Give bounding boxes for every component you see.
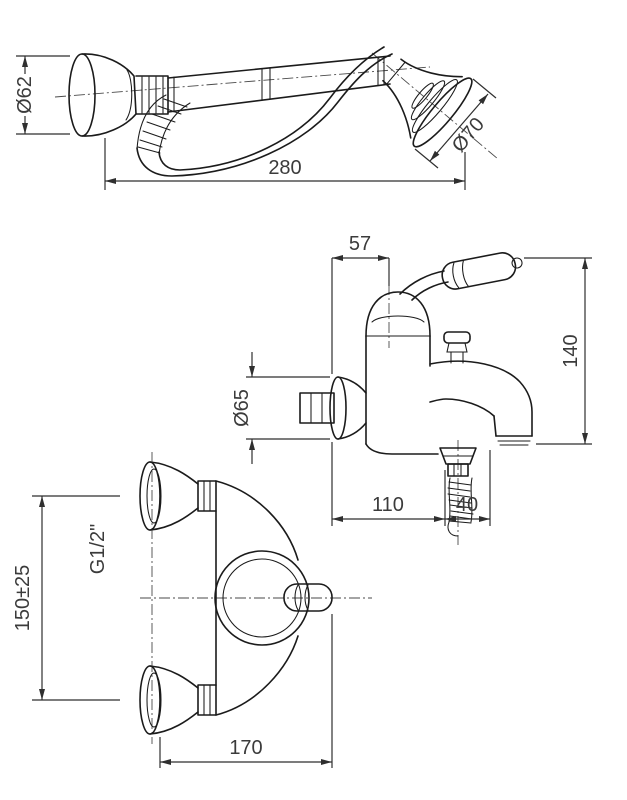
shower-hose: [136, 46, 393, 177]
dim-handle-offset: 57: [331, 233, 390, 374]
dim-bracket-diameter-label: Ø62: [14, 76, 36, 114]
dim-flange-diameter-label: Ø65: [231, 389, 253, 427]
dim-wall-to-hose-label: 110: [372, 494, 404, 516]
hand-shower-handle: [167, 55, 391, 113]
dim-handle-offset-label: 57: [349, 233, 371, 255]
diverter-knob: [443, 331, 471, 364]
hand-shower-drawing: Ø62 Ø70 280: [14, 46, 499, 190]
handle-axis-centerline: [54, 66, 431, 98]
dim-flange-diameter: Ø65: [231, 352, 330, 464]
dim-width-label: 170: [229, 737, 262, 759]
dim-overall-length: 280: [104, 138, 466, 190]
dim-height-label: 140: [560, 334, 582, 367]
dim-bracket-diameter: Ø62: [14, 55, 70, 135]
lever-handle-front: [283, 583, 333, 612]
bottom-wall-flange: [139, 665, 217, 735]
wall-bracket-cone: [68, 53, 169, 137]
dim-height: 140: [524, 257, 592, 445]
hose-outlet: [439, 447, 477, 477]
mixer-body-front: [214, 480, 310, 716]
wall-union: [299, 376, 367, 440]
dim-thread-size-label: G1/2": [87, 524, 109, 574]
lever-handle-side: [399, 252, 523, 301]
dim-width: 170: [159, 614, 333, 768]
mixer-side-drawing: 57 140 Ø65 110 40: [231, 233, 592, 545]
dim-mounting-distance-label: 150±25: [12, 565, 34, 632]
top-wall-flange: [139, 461, 217, 531]
dim-mounting-distance: 150±25: [12, 495, 120, 701]
hose-spring-guard: [136, 94, 191, 155]
mixer-front-drawing: G1/2" 150±25 170: [12, 452, 372, 768]
spout: [429, 360, 533, 446]
dim-head-diameter-label: Ø70: [448, 114, 489, 157]
dim-thread-size: G1/2": [87, 524, 109, 574]
dim-wall-to-hose: 110 40: [331, 442, 491, 526]
mixer-body-side: [365, 291, 439, 455]
dim-overall-length-label: 280: [268, 157, 301, 179]
dim-hose-to-spout-label: 40: [456, 494, 478, 516]
